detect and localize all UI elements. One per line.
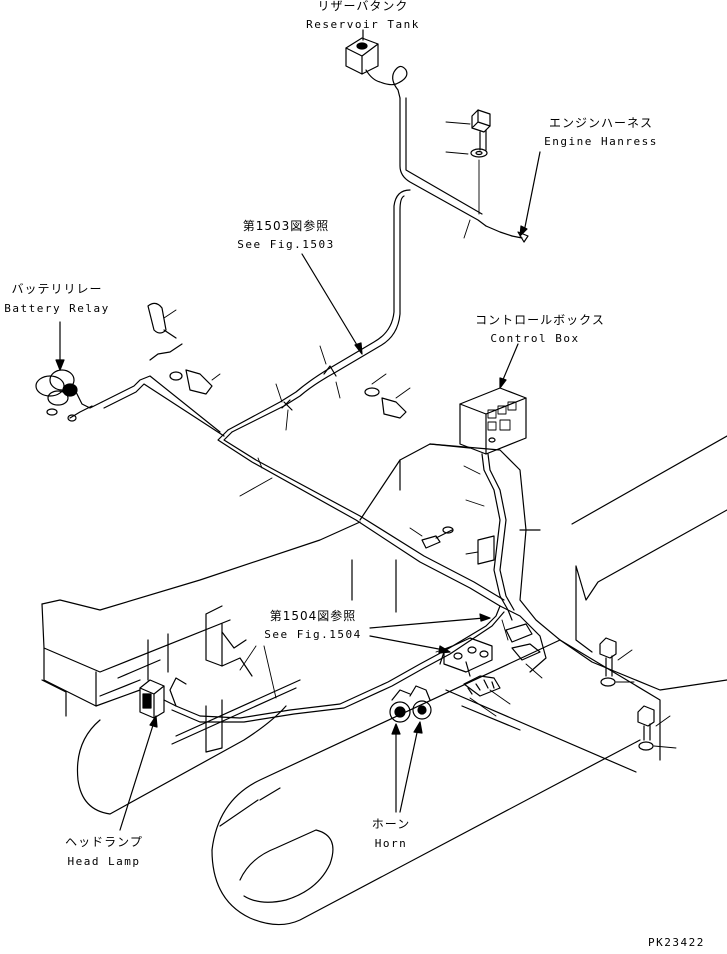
lower-harness <box>169 605 547 723</box>
battery-relay-part <box>35 369 225 437</box>
control-box-part <box>459 387 527 621</box>
head-lamp-label-en: Head Lamp <box>67 855 141 868</box>
head-lamp-label-jp: ヘッドランプ <box>65 835 143 849</box>
relay-bracket-bolt <box>147 302 221 395</box>
see-fig-1503-leader <box>301 253 361 351</box>
harness-clamps <box>239 345 411 497</box>
control-box-label-jp: コントロールボックス <box>475 313 605 327</box>
see-fig-1503-label-en: See Fig.1503 <box>237 238 335 251</box>
engine-harness-leader <box>523 151 541 233</box>
engine-harness-label-jp: エンジンハーネス <box>548 116 654 130</box>
right-bolts <box>599 637 677 751</box>
battery-relay-label-en: Battery Relay <box>4 302 110 315</box>
horn-label-jp: ホーン <box>371 817 411 831</box>
see-fig-1503-label-jp: 第1503図参照 <box>242 219 330 233</box>
control-box-label-en: Control Box <box>490 332 580 345</box>
horn-label-en: Horn <box>374 837 408 850</box>
reservoir-tank-part <box>345 37 408 99</box>
engine-harness-bolt <box>445 109 491 215</box>
control-box-bolt <box>409 465 485 555</box>
head-lamp-leader <box>119 721 155 831</box>
drawing-number: PK23422 <box>648 936 705 949</box>
reservoir-tank-label-jp: リザーバタンク <box>317 0 409 13</box>
see-fig-1504-leaders <box>239 613 491 699</box>
connector-cluster <box>443 619 543 717</box>
crawler-tracks <box>76 639 641 926</box>
see-fig-1504-label-en: See Fig.1504 <box>264 628 362 641</box>
head-lamp-part <box>139 679 177 719</box>
engine-harness-label-en: Engine Hanress <box>544 135 658 148</box>
main-harness-run <box>217 97 529 607</box>
horn-leader-right <box>399 727 419 813</box>
control-box-leader <box>501 343 519 383</box>
reservoir-tank-label-en: Reservoir Tank <box>306 18 420 31</box>
see-fig-1504-label-jp: 第1504図参照 <box>269 609 357 623</box>
battery-relay-label-jp: バッテリリレー <box>11 282 103 296</box>
